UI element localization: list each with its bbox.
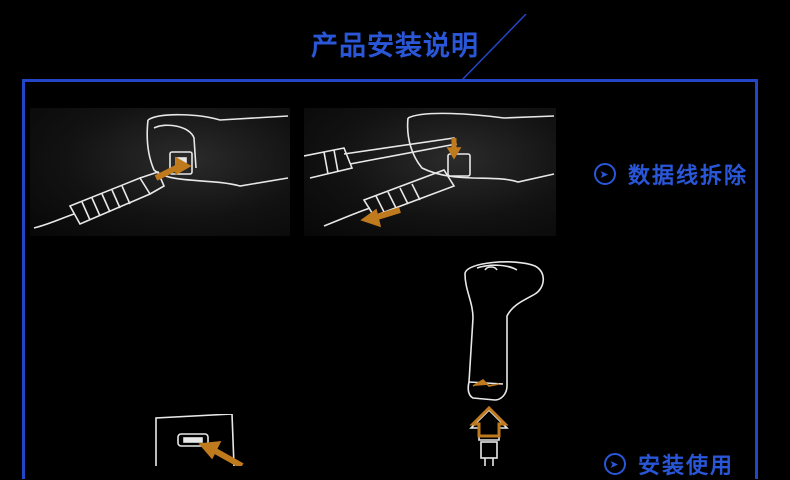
usb-port-illustration [155,414,244,466]
section-remove-cable-label: 数据线拆除 [628,164,749,189]
section-install-use: ➤ 安装使用 [604,448,734,480]
chevron-right-icon: ➤ [594,163,616,185]
cable-unplug-illustration [30,108,290,236]
cable-release-illustration [304,108,556,236]
title-slash-decoration [461,14,527,80]
scanner-illustration [464,261,545,466]
page-title: 产品安装说明 [311,31,479,62]
content-frame [22,79,758,479]
section-remove-cable: ➤ 数据线拆除 [594,158,748,190]
chevron-right-icon: ➤ [604,453,626,475]
section-install-use-label: 安装使用 [638,454,735,479]
